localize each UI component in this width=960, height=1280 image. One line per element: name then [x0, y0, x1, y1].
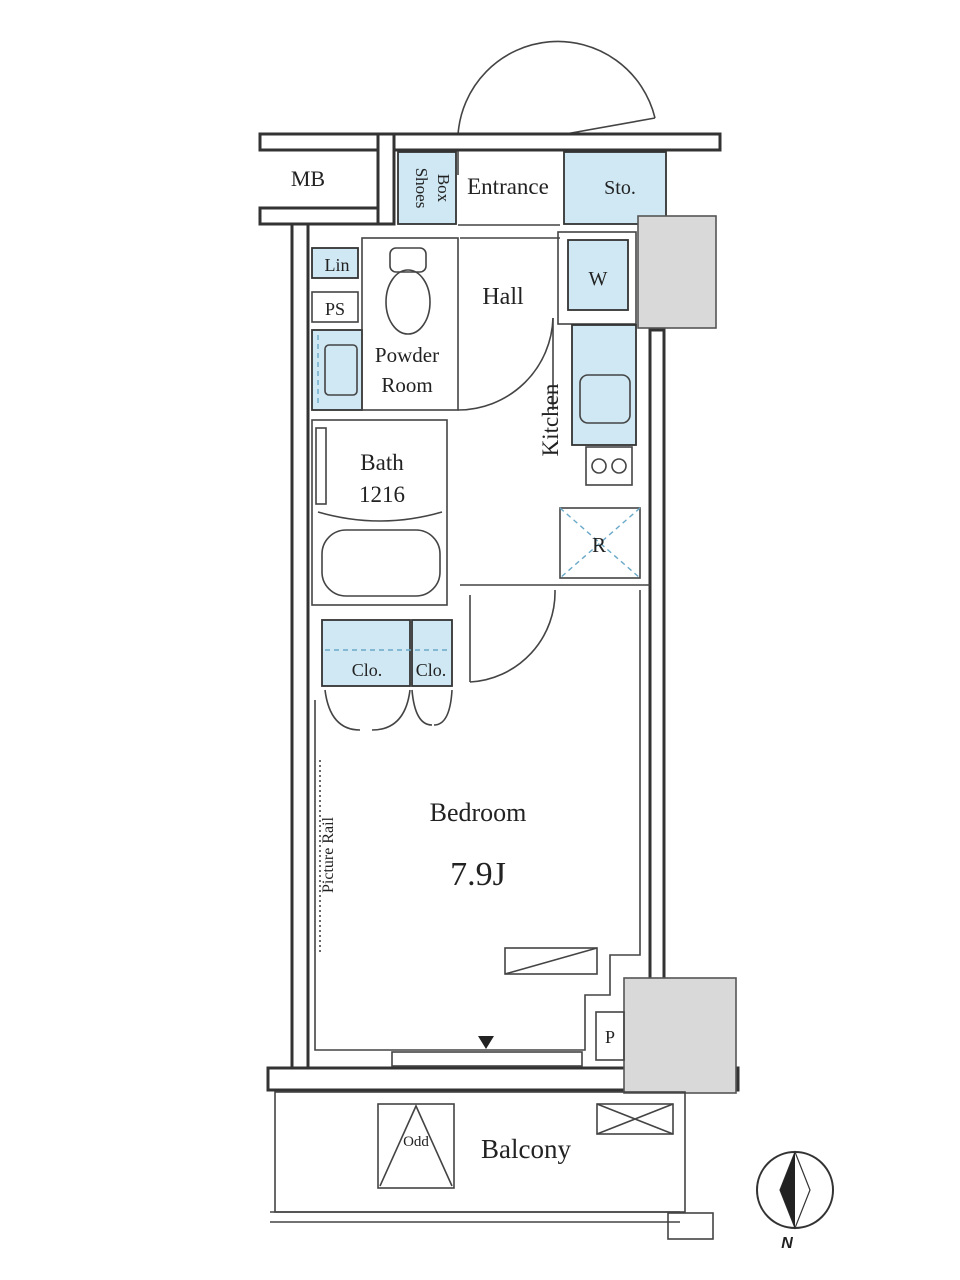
mb-side-wall [376, 132, 396, 226]
hatch-icon [596, 1103, 674, 1135]
vanity [311, 329, 363, 411]
stove-icon [585, 446, 633, 486]
odd-label: Odd [403, 1134, 429, 1150]
room-label: Room [381, 373, 432, 397]
north-arrow-icon [756, 1150, 834, 1230]
shoes-box [397, 151, 457, 225]
picture-rail-label: Picture Rail [320, 816, 337, 893]
powder-label: Powder [375, 343, 439, 367]
closet-2-label: Clo. [416, 660, 447, 680]
shoes-label: Shoes [412, 168, 431, 209]
north-label: N [781, 1235, 793, 1252]
bathtub-icon [321, 529, 441, 597]
linen-label: Lin [325, 255, 350, 275]
washer [567, 239, 629, 311]
washer-label: W [589, 268, 608, 290]
ps-label: PS [325, 299, 345, 319]
bedroom-label: Bedroom [430, 798, 527, 827]
aircon-unit [504, 947, 598, 975]
powder-room [361, 237, 459, 411]
bathroom [311, 419, 448, 606]
mb-bottom-wall [258, 206, 380, 226]
bedroom-size-label: 7.9J [450, 856, 506, 893]
bath-label: Bath [360, 450, 404, 475]
sink-icon [579, 374, 631, 424]
closet-1 [321, 619, 411, 687]
west-wall [290, 222, 310, 1071]
bath-size-label: 1216 [359, 482, 405, 507]
column-north [637, 215, 717, 329]
kitchen-sink-counter [571, 324, 637, 446]
storage-label: Sto. [604, 177, 636, 199]
pipe-space-label: P [605, 1027, 615, 1047]
mb-label: MB [291, 166, 325, 191]
washer-area [557, 231, 637, 325]
entrance-label: Entrance [467, 174, 549, 199]
storage [563, 151, 667, 225]
refrigerator-label: R [592, 533, 606, 557]
toilet-icon [385, 269, 431, 335]
pipe-shaft [311, 291, 359, 323]
box-label: Box [434, 174, 453, 203]
kitchen-label: Kitchen [538, 383, 563, 456]
pipe-space [595, 1011, 625, 1061]
closet-1-label: Clo. [352, 660, 383, 680]
balcony-area [274, 1091, 686, 1213]
balcony-window[interactable] [391, 1051, 583, 1067]
refrigerator [559, 507, 641, 579]
odd-unit [377, 1103, 455, 1189]
south-wall [266, 1066, 740, 1092]
east-wall [648, 328, 666, 982]
balcony-label: Balcony [481, 1134, 571, 1164]
hall-label: Hall [482, 284, 524, 310]
linen-closet [311, 247, 359, 279]
top-wall [258, 132, 722, 152]
drain-icon [667, 1212, 714, 1240]
closet-2 [411, 619, 453, 687]
entry-marker-icon [478, 1036, 494, 1049]
column-south [623, 977, 737, 1094]
